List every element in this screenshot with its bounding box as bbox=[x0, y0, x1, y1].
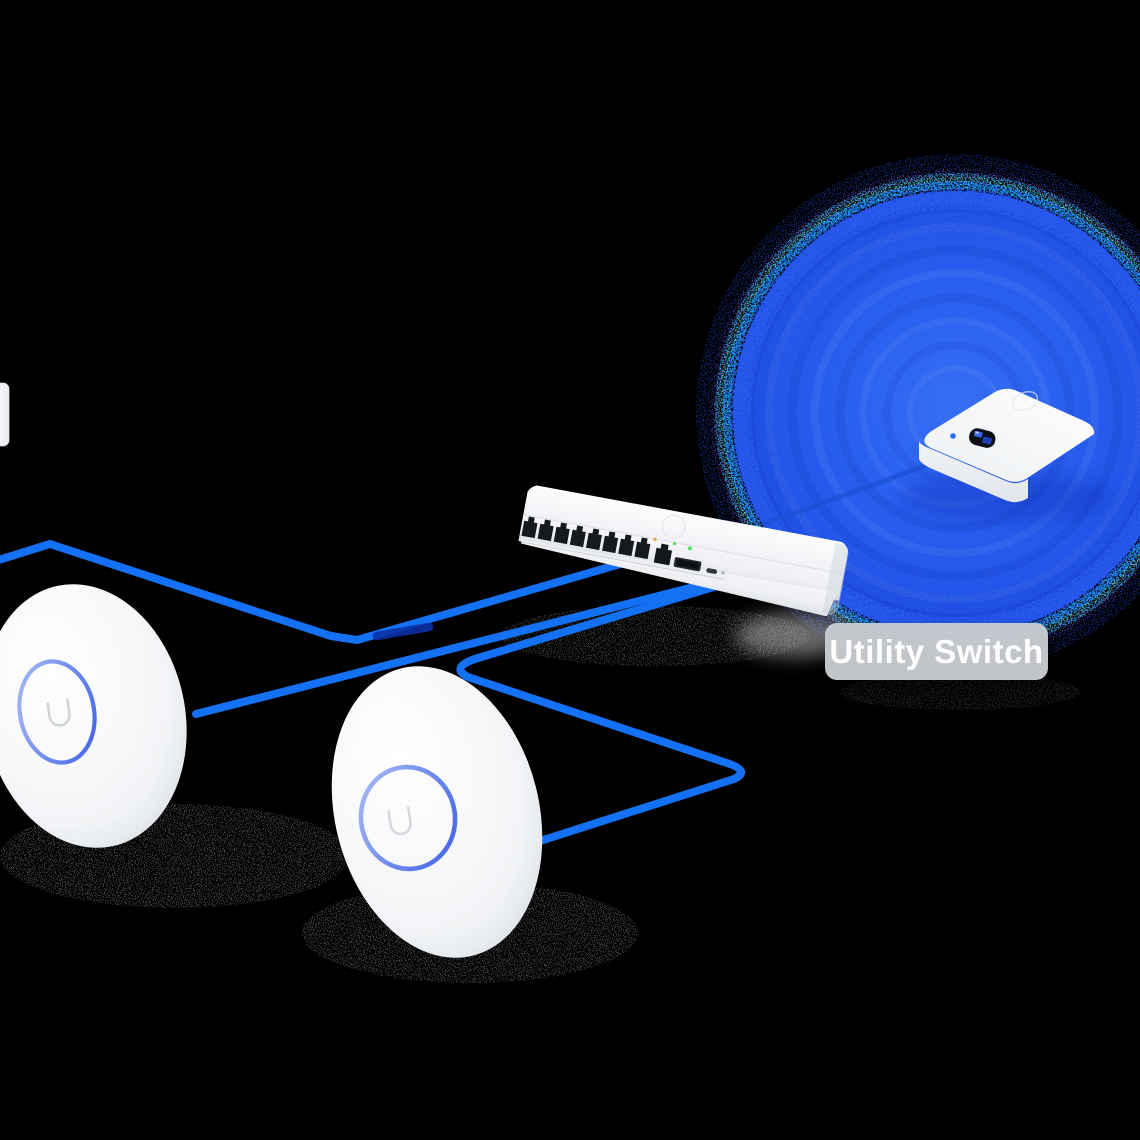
switch-device bbox=[518, 484, 851, 617]
rj45-port-icon bbox=[521, 516, 538, 539]
ap2-rim-shade bbox=[331, 666, 543, 958]
ethernet-cables bbox=[0, 540, 772, 846]
switch-top-face bbox=[523, 484, 850, 574]
cable-switch-to-ap1 bbox=[192, 564, 772, 718]
glow-core bbox=[733, 191, 1140, 635]
rj45-port-icon bbox=[553, 522, 570, 545]
uplink-cable-switch-to-gateway bbox=[762, 461, 933, 527]
rj45-port-icon bbox=[602, 531, 619, 554]
gateway-top-face bbox=[924, 388, 1095, 482]
sfp-slot bbox=[676, 559, 699, 570]
gateway-logo-icon bbox=[1011, 391, 1039, 411]
gateway-front-face bbox=[918, 440, 1028, 503]
ap2-led-ring-icon bbox=[358, 764, 458, 872]
switch-logo-icon bbox=[661, 514, 686, 539]
rj45-port-icon bbox=[585, 528, 602, 551]
offscreen-device-edge bbox=[0, 382, 10, 447]
green-led-icon bbox=[687, 546, 693, 551]
reset-button-icon bbox=[721, 571, 725, 575]
rj45-port-icon bbox=[634, 537, 651, 560]
cable-crossing-shadow bbox=[372, 622, 434, 641]
rj45-port-icon bbox=[537, 519, 554, 542]
ap1-led-ring-icon bbox=[17, 659, 97, 765]
badge-area-shadow bbox=[840, 674, 1080, 710]
switch-groove bbox=[520, 541, 725, 580]
green-led-icon bbox=[672, 541, 677, 546]
utility-switch-label-badge: Utility Switch bbox=[825, 623, 1048, 680]
rj45-port-icon bbox=[569, 525, 586, 548]
ap2-u-logo-icon bbox=[387, 806, 412, 836]
switch-shadow bbox=[500, 606, 810, 666]
amber-led-icon bbox=[653, 537, 657, 542]
usb-c-port-icon bbox=[706, 568, 718, 574]
cable-switch-to-ap2 bbox=[456, 581, 745, 846]
wan-port-icon bbox=[653, 543, 673, 566]
rj45-port-icon bbox=[618, 534, 635, 557]
ap1-rim-shade bbox=[0, 584, 187, 848]
switch-right-face bbox=[822, 542, 851, 617]
gateway-status-led-icon bbox=[950, 433, 956, 439]
switch-groove bbox=[520, 538, 730, 579]
gateway-port-icon bbox=[969, 428, 996, 448]
access-point-1 bbox=[0, 584, 187, 848]
access-point-2 bbox=[331, 666, 543, 958]
utility-switch-label: Utility Switch bbox=[829, 632, 1044, 670]
ap1-u-logo-icon bbox=[46, 698, 71, 727]
switch-lan-ports bbox=[521, 516, 651, 560]
cable-switch-to-offscreen-left bbox=[0, 540, 652, 644]
gateway-device bbox=[918, 388, 1095, 503]
switch-base-lip bbox=[521, 540, 838, 617]
